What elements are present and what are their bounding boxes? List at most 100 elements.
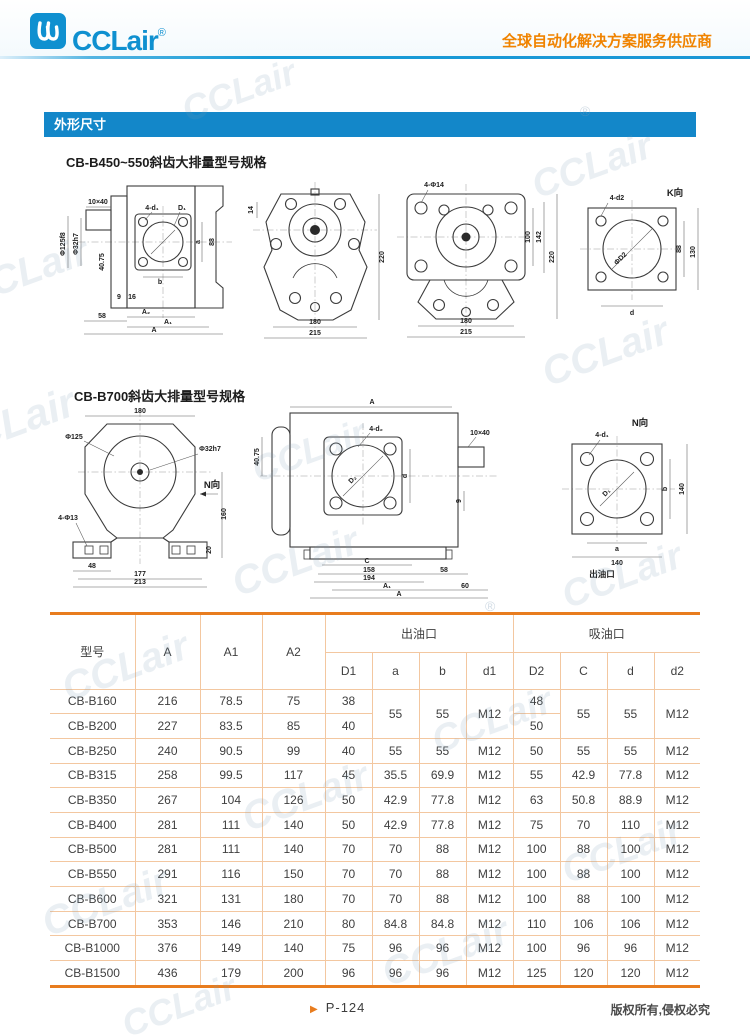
model-cell: CB-B500 — [49, 836, 136, 863]
view-title: N向 — [632, 417, 648, 429]
centerlines — [562, 436, 675, 544]
dim-label: d — [402, 474, 409, 478]
value-cell: 45 — [324, 762, 373, 789]
value-cell: 96 — [371, 935, 420, 962]
value-cell: 42.9 — [371, 811, 420, 838]
centerlines — [580, 200, 684, 300]
dim-label: 9 — [456, 499, 463, 503]
dim-label: b — [158, 279, 162, 286]
view-title: K向 — [667, 187, 683, 199]
section2-title: CB-B700斜齿大排量型号规格 — [74, 389, 246, 404]
dim-label: 60 — [461, 583, 469, 590]
value-cell: M12 — [653, 762, 701, 789]
col-header-A2: A2 — [261, 614, 326, 690]
value-cell: 55 — [512, 762, 561, 789]
dim-label: D₁ — [602, 488, 613, 499]
dim-label: b — [662, 487, 669, 491]
col-header-d1: d1 — [465, 651, 514, 690]
value-cell: 96 — [606, 935, 655, 962]
value-cell: M12 — [465, 762, 514, 789]
header-divider — [0, 56, 750, 59]
value-cell: 50 — [512, 713, 561, 739]
value-cell: 88 — [418, 836, 467, 863]
value-cell: 96 — [559, 935, 608, 962]
value-cell: M12 — [465, 886, 514, 912]
col-header-d2: d2 — [653, 651, 701, 690]
value-cell: 120 — [606, 960, 655, 986]
value-cell: 96 — [371, 960, 420, 986]
dim-label: ΦD2 — [613, 251, 628, 266]
dim-label: 213 — [134, 579, 146, 586]
dim-label: 180 — [460, 318, 472, 325]
dim-label: 40.75 — [254, 448, 261, 466]
value-cell: 70 — [324, 836, 373, 863]
logo-registered-mark: ® — [157, 27, 166, 39]
pump-outline — [72, 423, 208, 559]
value-cell: 140 — [261, 836, 326, 863]
value-cell: M12 — [465, 836, 514, 863]
value-cell: M12 — [465, 787, 514, 813]
dim-label: 40.75 — [99, 253, 106, 271]
value-cell: 90.5 — [199, 737, 263, 764]
group-header-inlet: 吸油口 — [512, 614, 701, 653]
value-cell: 126 — [261, 787, 326, 813]
value-cell: 240 — [134, 737, 201, 764]
col-header-A1: A1 — [199, 614, 263, 690]
value-cell: 78.5 — [199, 688, 263, 715]
value-cell: M12 — [653, 811, 701, 838]
value-cell: 84.8 — [418, 910, 467, 937]
value-cell: 55 — [606, 737, 655, 764]
model-cell: CB-B600 — [49, 886, 136, 912]
value-cell: 88 — [418, 886, 467, 912]
value-cell: 75 — [324, 935, 373, 962]
value-cell: 111 — [199, 811, 263, 838]
value-cell: M12 — [465, 861, 514, 887]
value-cell: 70 — [371, 861, 420, 887]
value-cell: M12 — [653, 688, 701, 739]
page-header: CCLair® 全球自动化解决方案服务供应商 — [0, 0, 750, 56]
logo-text: CCLair — [72, 25, 159, 56]
value-cell: 42.9 — [559, 762, 608, 789]
model-cell: CB-B250 — [49, 737, 136, 764]
dim-label: 4-d₁ — [145, 205, 159, 212]
dim-label: 4-Φ13 — [58, 515, 78, 522]
dim-label: 140 — [679, 483, 686, 495]
value-cell: 110 — [512, 910, 561, 937]
page-number: ▶P-124 — [310, 1000, 365, 1015]
value-cell: 55 — [606, 688, 655, 739]
value-cell: 200 — [261, 960, 326, 986]
dimension-lines — [407, 189, 558, 338]
value-cell: 75 — [512, 811, 561, 838]
pump-outline — [271, 412, 485, 560]
value-cell: 281 — [134, 836, 201, 863]
value-cell: 210 — [261, 910, 326, 937]
spec-table: 型号 A A1 A2 出油口 吸油口 D1 a b d1 D2 C d d2 — [49, 614, 701, 986]
value-cell: 216 — [134, 688, 201, 715]
dim-label: Φ125 — [65, 434, 83, 441]
dim-label: 58 — [98, 313, 106, 320]
value-cell: 111 — [199, 836, 263, 863]
value-cell: M12 — [653, 910, 701, 937]
flange-outline — [571, 443, 663, 535]
value-cell: 100 — [606, 886, 655, 912]
value-cell: 88 — [559, 836, 608, 863]
value-cell: 116 — [199, 861, 263, 887]
dim-label: 16 — [128, 294, 136, 301]
col-header-b: b — [418, 651, 467, 690]
shaft-bore — [461, 232, 471, 242]
value-cell: M12 — [653, 935, 701, 962]
value-cell: M12 — [465, 737, 514, 764]
dim-label: 48 — [88, 563, 96, 570]
view-title: N向 — [204, 479, 220, 491]
value-cell: 146 — [199, 910, 263, 937]
dim-label: 4-d₁ — [595, 432, 609, 439]
col-header-C: C — [559, 651, 608, 690]
